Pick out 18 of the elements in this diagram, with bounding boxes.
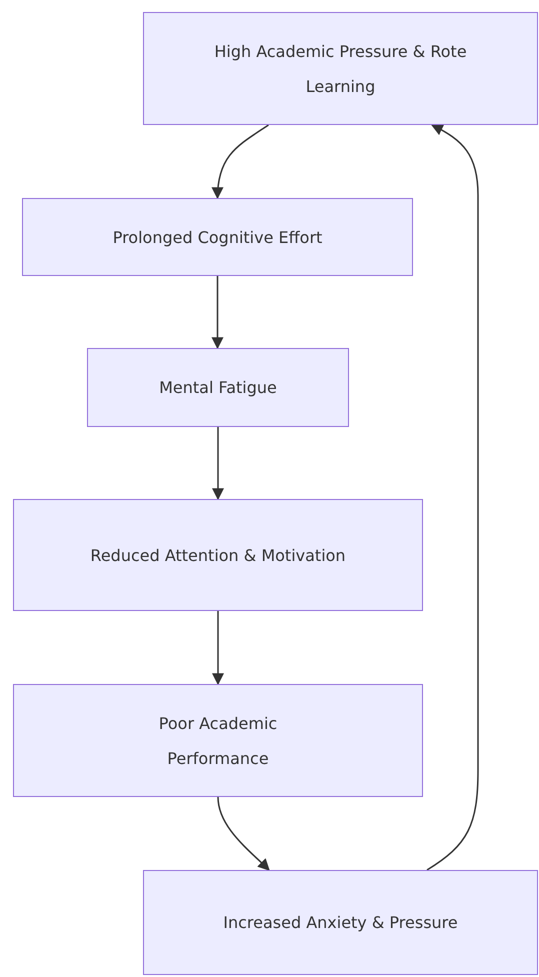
process-box bbox=[143, 870, 538, 975]
node-label: Mental Fatigue bbox=[159, 377, 277, 399]
process-box bbox=[13, 684, 423, 797]
node-label: Reduced Attention & Motivation bbox=[90, 544, 346, 566]
node-label: Increased Anxiety & Pressure bbox=[223, 912, 458, 934]
arrow bbox=[426, 124, 479, 871]
arrow bbox=[212, 611, 224, 686]
arrow bbox=[212, 427, 224, 500]
node-label: High Academic Pressure & Rote Learning bbox=[213, 40, 468, 98]
process-box bbox=[22, 198, 413, 276]
node-label: Prolonged Cognitive Effort bbox=[112, 226, 322, 248]
node-label: Poor Academic Performance bbox=[158, 712, 278, 770]
process-box bbox=[87, 348, 349, 427]
process-box bbox=[13, 499, 423, 611]
process-box bbox=[143, 12, 538, 125]
arrow bbox=[217, 796, 270, 871]
arrow bbox=[212, 124, 269, 200]
arrow bbox=[212, 276, 224, 350]
